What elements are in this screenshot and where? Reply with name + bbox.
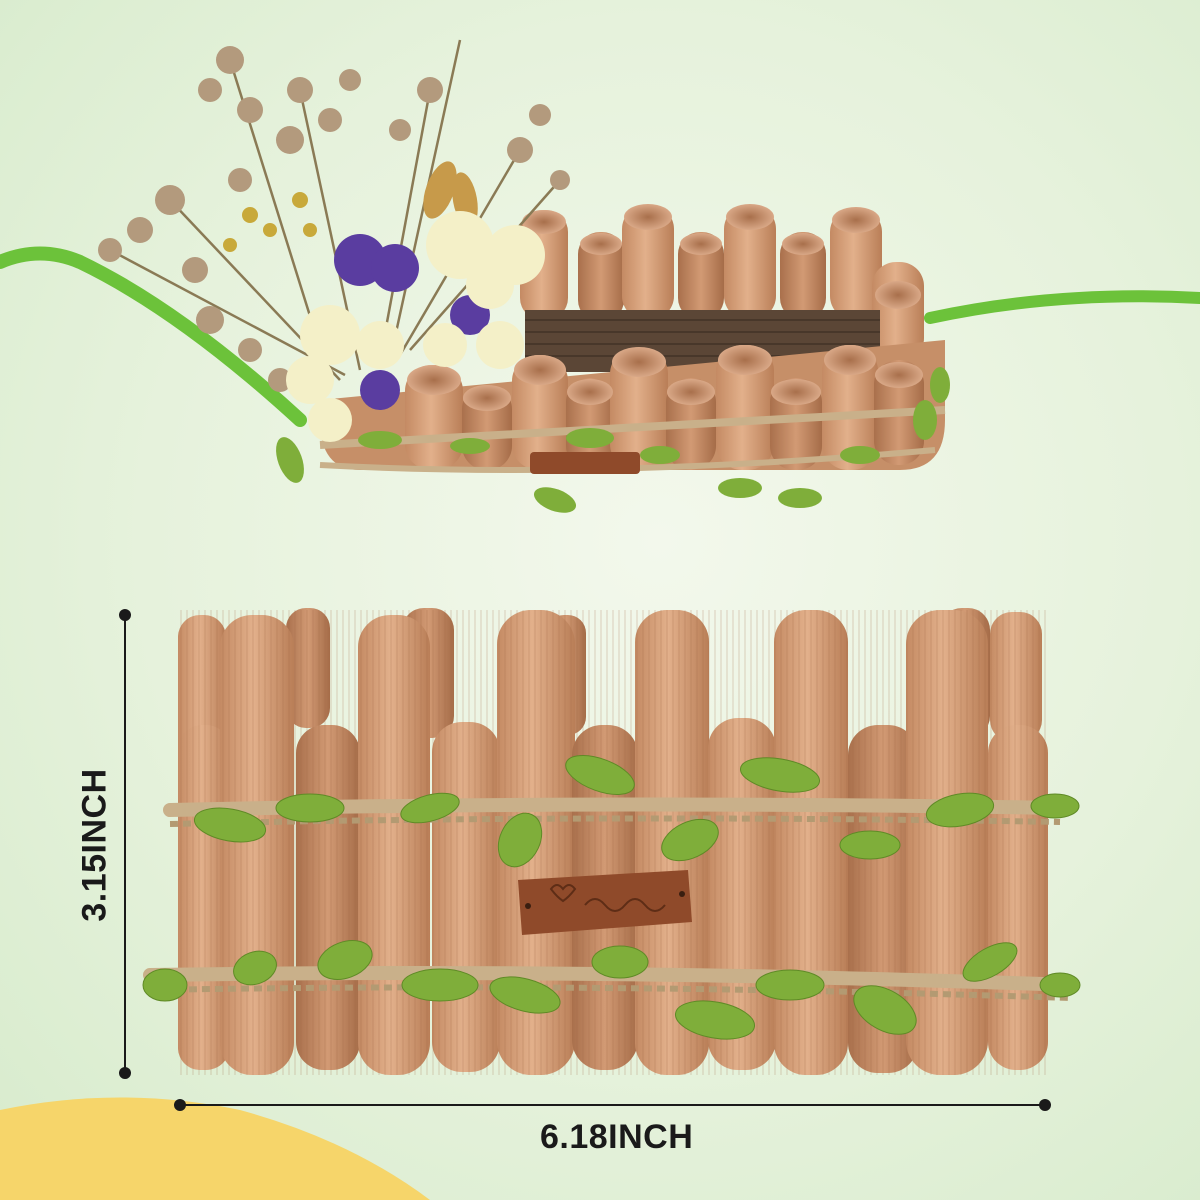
basket-tag [530,452,640,474]
fence-planter [142,608,1081,1075]
vine-leaves [142,755,1081,1040]
dowel-flute-texture [178,610,1048,1075]
basket-back-row [520,204,924,362]
green-swoosh-right [924,290,1200,324]
width-dimension-line [174,1099,1051,1111]
green-swoosh-left [0,246,307,427]
cream-flowers [286,211,545,442]
basket-front-row [405,345,924,470]
width-dimension-label: 6.18INCH [540,1118,694,1156]
dried-flower-bouquet [98,39,570,442]
handmade-tag-icon [549,884,577,903]
height-dimension-line [119,609,131,1079]
height-dimension-label: 3.15INCH [75,768,114,922]
top-basket [276,204,950,513]
handmade-tag [518,870,692,935]
yellow-corner-decoration [0,1097,430,1200]
basket-leaves [276,367,950,513]
